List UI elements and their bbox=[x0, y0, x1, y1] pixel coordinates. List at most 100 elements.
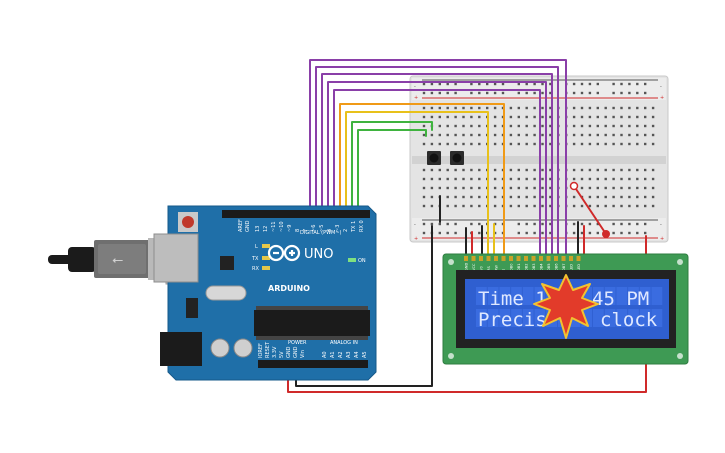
lcd-pin-8[interactable] bbox=[524, 256, 528, 261]
burst-icon bbox=[533, 274, 599, 339]
lcd-pin-11[interactable] bbox=[546, 256, 551, 261]
push-button-2[interactable] bbox=[450, 151, 464, 165]
analog-pin-label-0: A0 bbox=[322, 351, 328, 358]
wire-red-diagonal[interactable] bbox=[573, 185, 607, 235]
lcd-pin-4[interactable] bbox=[494, 256, 498, 261]
lcd-pin-2[interactable] bbox=[479, 256, 483, 261]
digital-pin-label-3: ~10 bbox=[279, 221, 285, 232]
analog-pin-label-3: A3 bbox=[346, 351, 352, 358]
breadboard-holes bbox=[422, 82, 655, 235]
lcd-pin-6[interactable] bbox=[509, 256, 513, 261]
wire-purple-2[interactable] bbox=[315, 66, 559, 259]
lcd-pin-label-9: DB3 bbox=[532, 263, 536, 271]
svg-text:+: + bbox=[660, 95, 664, 101]
digital-pin-label-6: 7 bbox=[303, 229, 309, 232]
lcd-pin-13[interactable] bbox=[561, 256, 566, 261]
svg-text:+: + bbox=[414, 95, 418, 101]
analog-pin-label-2: A2 bbox=[338, 351, 344, 358]
lcd-line-2: Precis bbox=[478, 309, 547, 331]
led-rx-label: RX bbox=[252, 266, 259, 272]
lcd-pin-5[interactable] bbox=[501, 256, 506, 261]
arduino-uno-board[interactable]: UNO ARDUINO DIGITAL (PWM~) POWER ANALOG … bbox=[153, 205, 377, 381]
reset-button[interactable] bbox=[182, 216, 194, 228]
power-pin-label-6: Vin bbox=[300, 350, 306, 358]
digital-pin-label-13: RX 0 bbox=[359, 220, 365, 232]
lcd-line-2-tail: clock bbox=[600, 309, 658, 331]
wire-orange-1[interactable] bbox=[339, 103, 505, 259]
svg-text:+: + bbox=[660, 236, 664, 242]
digital-pin-label-0: 13 bbox=[255, 226, 261, 232]
wire-purple-5[interactable] bbox=[333, 89, 541, 259]
lcd-pin-label-1: VCC bbox=[472, 263, 476, 271]
svg-text:-: - bbox=[414, 222, 416, 228]
lcd-pin-9[interactable] bbox=[531, 256, 536, 261]
lcd-pin-1[interactable] bbox=[471, 256, 476, 261]
lcd-pin-label-12: DB6 bbox=[555, 263, 559, 271]
power-pin-label-5: GND bbox=[293, 346, 299, 358]
lcd-pin-label-5: E bbox=[502, 268, 506, 271]
digital-pin-label-2: ~11 bbox=[271, 221, 277, 232]
lcd-line-1-tail: 45 PM bbox=[592, 288, 649, 310]
lcd-pin-label-10: DB4 bbox=[540, 263, 544, 271]
digital-pin-label-12: TX 1 bbox=[351, 221, 357, 233]
power-pin-label-0: IOREF bbox=[258, 343, 264, 358]
wire-purple-3[interactable] bbox=[321, 73, 553, 259]
lcd-pin-label-8: DB2 bbox=[525, 263, 529, 271]
arduino-logo-icon bbox=[267, 244, 301, 262]
lcd-pin-10[interactable] bbox=[539, 256, 543, 261]
push-button-1[interactable] bbox=[427, 151, 441, 165]
arduino-brand-label: ARDUINO bbox=[268, 284, 310, 293]
digital-pin-label-9: 4 bbox=[327, 229, 333, 232]
wire-yellow-1[interactable] bbox=[345, 111, 489, 259]
lcd-pin-0[interactable] bbox=[464, 256, 468, 261]
lcd-pin-label-0: GND bbox=[465, 263, 469, 271]
power-pin-label-1: RESET bbox=[265, 341, 271, 358]
analog-header-label: ANALOG IN bbox=[330, 340, 358, 346]
power-pin-label-4: GND bbox=[286, 346, 292, 358]
wire-green-2[interactable] bbox=[357, 129, 427, 213]
analog-pin-label-5: A5 bbox=[362, 351, 368, 358]
digital-pin-label-8: ~5 bbox=[319, 225, 325, 232]
svg-text:⭠: ⭠ bbox=[112, 252, 123, 268]
power-header-label: POWER bbox=[288, 340, 307, 346]
power-pin-label-3: 5V bbox=[279, 351, 285, 358]
lcd-pin-label-13: DB7 bbox=[562, 263, 566, 271]
digital-pin-label-11: 2 bbox=[343, 229, 349, 232]
lcd-line-1: Time 1 bbox=[478, 288, 547, 310]
svg-text:-: - bbox=[414, 84, 416, 90]
lcd-pin-14[interactable] bbox=[569, 256, 573, 261]
svg-text:-: - bbox=[660, 222, 662, 228]
digital-pin-label-10: ~3 bbox=[335, 225, 341, 232]
digital-pin-label-5: 8 bbox=[295, 229, 301, 232]
lcd-pin-3[interactable] bbox=[486, 256, 491, 261]
lcd-pin-label-7: DB1 bbox=[517, 263, 521, 271]
lcd-pin-label-2: V0 bbox=[480, 266, 484, 271]
lcd-pin-label-3: RS bbox=[487, 266, 491, 271]
wire-green-1[interactable] bbox=[351, 121, 433, 213]
lcd-pin-7[interactable] bbox=[516, 256, 521, 261]
lcd-pin-label-14: LED bbox=[570, 264, 574, 271]
led-l-label: L bbox=[255, 244, 258, 250]
lcd-pin-label-11: DB5 bbox=[547, 263, 551, 271]
wire-purple-4[interactable] bbox=[327, 81, 547, 259]
arduino-uno-label: UNO bbox=[304, 247, 333, 262]
lcd-pin-12[interactable] bbox=[554, 256, 558, 261]
lcd-pin-label-6: DB0 bbox=[510, 263, 514, 271]
analog-pin-label-1: A1 bbox=[330, 351, 336, 358]
digital-header-label: DIGITAL (PWM~) bbox=[300, 230, 342, 236]
on-led-label: ON bbox=[358, 258, 366, 264]
svg-text:+: + bbox=[414, 236, 418, 242]
wire-purple-1[interactable] bbox=[309, 59, 567, 259]
aref-label: AREF bbox=[238, 219, 244, 232]
lcd-pin-label-4: RW bbox=[495, 265, 499, 271]
gnd-label: GND bbox=[245, 220, 251, 232]
lcd-pin-15[interactable] bbox=[576, 256, 581, 261]
digital-pin-label-4: ~9 bbox=[287, 225, 293, 232]
analog-pin-label-4: A4 bbox=[354, 351, 360, 358]
